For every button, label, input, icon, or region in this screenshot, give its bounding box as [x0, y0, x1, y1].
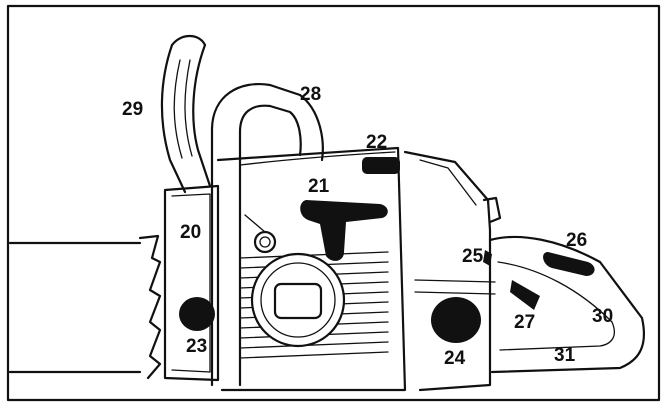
rear-handle-bow — [210, 83, 324, 387]
choke-knob — [300, 200, 388, 261]
callout-21: 21 — [308, 176, 330, 197]
rear-section — [403, 150, 646, 392]
callout-22: 22 — [366, 132, 387, 153]
front-handle — [160, 34, 212, 194]
callout-24: 24 — [444, 348, 466, 369]
throttle-lock — [483, 250, 492, 266]
callout-26: 26 — [566, 230, 587, 251]
decompression-valve — [179, 297, 215, 331]
callout-31: 31 — [554, 345, 576, 366]
callout-23: 23 — [186, 336, 207, 357]
diagram-frame — [6, 4, 661, 402]
callout-20: 20 — [180, 222, 201, 243]
callout-30: 30 — [592, 306, 613, 327]
callout-28: 28 — [300, 84, 321, 105]
guide-bar — [8, 234, 162, 380]
throttle-trigger — [510, 280, 540, 310]
stop-switch — [362, 157, 400, 174]
callout-25: 25 — [462, 246, 484, 267]
throttle-lockout — [543, 252, 595, 276]
fuel-cap — [431, 297, 481, 343]
callout-29: 29 — [122, 99, 143, 120]
engine-housing — [163, 146, 407, 392]
callout-27: 27 — [514, 312, 535, 333]
